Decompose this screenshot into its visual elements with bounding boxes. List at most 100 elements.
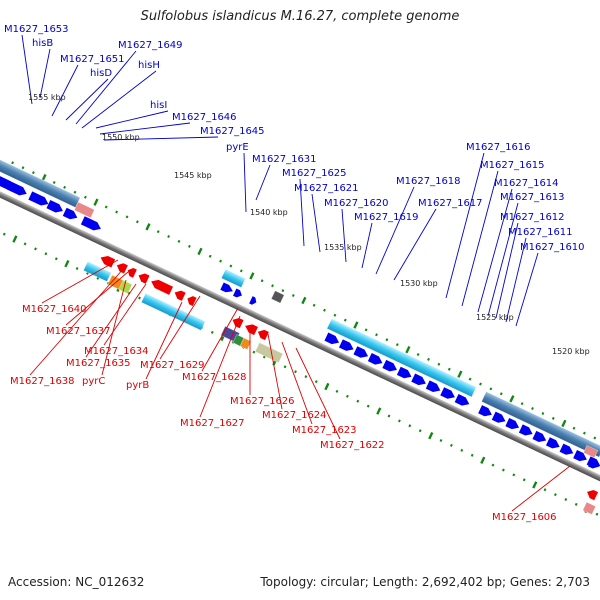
forward-gene-label[interactable]: M1627_1614: [494, 178, 559, 189]
tick-upper: [479, 382, 482, 386]
tick-lower: [387, 414, 391, 418]
reverse-gene-label[interactable]: pyrB: [126, 380, 149, 391]
tick-upper: [499, 392, 503, 396]
reverse-gene-label[interactable]: M1627_1624: [262, 410, 327, 421]
forward-gene-label[interactable]: hisI: [150, 100, 167, 111]
reverse-gene-label[interactable]: M1627_1622: [320, 440, 385, 451]
reverse-gene-label[interactable]: M1627_1623: [292, 425, 357, 436]
forward-gene: [518, 424, 533, 436]
reverse-gene-label[interactable]: M1627_1627: [180, 418, 245, 429]
forward-gene-label[interactable]: M1627_1619: [354, 212, 419, 223]
reverse-gene-label[interactable]: pyrC: [82, 376, 105, 387]
tick-upper: [167, 234, 171, 239]
tick-lower: [34, 247, 37, 251]
gene-block: [239, 337, 252, 350]
leader-line: [361, 222, 373, 269]
tick-upper: [208, 254, 212, 258]
forward-gene-label[interactable]: M1627_1646: [172, 112, 237, 123]
forward-gene: [353, 346, 369, 358]
leader-line: [243, 152, 247, 213]
leader-line: [375, 186, 415, 275]
forward-gene-label[interactable]: hisD: [90, 68, 112, 79]
leader-line: [99, 122, 191, 135]
forward-gene-label[interactable]: hisB: [32, 38, 53, 49]
forward-gene-label[interactable]: M1627_1613: [500, 192, 565, 203]
reverse-gene-label[interactable]: M1627_1629: [140, 360, 205, 371]
reverse-gene-label[interactable]: M1627_1637: [46, 326, 111, 337]
tick-lower: [543, 488, 547, 492]
forward-gene: [382, 359, 397, 372]
kbp-label: 1535 kbp: [324, 243, 362, 252]
tick-upper: [457, 370, 463, 378]
forward-gene: [6, 181, 27, 196]
forward-gene-label[interactable]: M1627_1631: [252, 154, 317, 165]
genome-title: Sulfolobus islandicus M.16.27, complete …: [140, 9, 460, 24]
tick-marks: [2, 161, 599, 516]
gene-block: [270, 290, 285, 304]
tick-upper: [395, 343, 399, 347]
leader-line: [515, 252, 539, 327]
reverse-gene-label[interactable]: M1627_1626: [230, 396, 295, 407]
tick-lower: [366, 404, 370, 408]
leader-line: [445, 152, 485, 299]
forward-gene-label[interactable]: M1627_1617: [418, 198, 483, 209]
forward-gene-label[interactable]: M1627_1616: [466, 142, 531, 153]
tick-upper: [427, 357, 430, 361]
leader-line: [85, 283, 137, 358]
forward-gene-label[interactable]: M1627_1620: [324, 198, 389, 209]
gene-labels: M1627_1653 hisB M1627_1651 hisD M1627_1649hi…: [4, 24, 585, 523]
forward-gene-label[interactable]: M1627_1611: [508, 227, 573, 238]
leader-line: [341, 208, 347, 263]
leader-line: [487, 202, 519, 317]
leader-line: [281, 341, 313, 425]
forward-gene: [454, 394, 470, 406]
forward-gene-label[interactable]: M1627_1618: [396, 176, 461, 187]
tick-lower: [397, 419, 401, 423]
leader-line: [299, 178, 305, 247]
leader-line: [159, 295, 201, 360]
tick-upper: [11, 161, 15, 165]
forward-gene-label[interactable]: hisH: [138, 60, 160, 71]
tick-upper: [104, 205, 108, 209]
reverse-gene-label[interactable]: M1627_1635: [66, 358, 131, 369]
tick-upper: [561, 419, 567, 428]
reverse-gene-label[interactable]: M1627_1606: [492, 512, 557, 523]
tick-upper: [593, 436, 597, 440]
tick-upper: [281, 289, 285, 293]
tick-lower: [356, 399, 360, 403]
tick-upper: [31, 171, 35, 175]
reverse-gene-label[interactable]: M1627_1628: [182, 372, 247, 383]
tick-lower: [2, 232, 6, 236]
forward-gene: [249, 296, 257, 305]
reverse-gene-label[interactable]: M1627_1640: [22, 304, 87, 315]
forward-gene-label[interactable]: M1627_1651: [60, 54, 125, 65]
leader-line: [101, 279, 127, 376]
forward-gene: [46, 200, 63, 213]
tick-upper: [177, 239, 181, 243]
forward-gene-label[interactable]: M1627_1653: [4, 24, 69, 35]
rna-gene: [73, 201, 95, 219]
forward-gene-label[interactable]: M1627_1621: [294, 183, 359, 194]
tick-upper: [229, 264, 233, 268]
forward-gene-label[interactable]: M1627_1615: [480, 160, 545, 171]
forward-gene: [588, 458, 600, 469]
forward-gene-label[interactable]: M1627_1625: [282, 168, 347, 179]
forward-gene-label[interactable]: pyrE: [226, 142, 249, 153]
tick-upper: [551, 416, 555, 420]
tick-upper: [125, 215, 129, 219]
tick-lower: [283, 365, 287, 369]
forward-gene-label[interactable]: M1627_1612: [500, 212, 565, 223]
tick-lower: [376, 407, 382, 415]
forward-gene-label[interactable]: M1627_1610: [520, 242, 585, 253]
reverse-gene-label[interactable]: M1627_1638: [10, 376, 75, 387]
forward-gene-label[interactable]: M1627_1645: [200, 126, 265, 137]
tick-lower: [138, 296, 141, 300]
reverse-gene-label[interactable]: M1627_1634: [84, 346, 149, 357]
tick-upper: [197, 247, 203, 256]
tick-upper: [375, 333, 378, 337]
tick-upper: [219, 259, 223, 263]
tick-lower: [314, 380, 318, 384]
forward-gene-label[interactable]: M1627_1649: [118, 40, 183, 51]
tick-lower: [522, 478, 526, 482]
forward-gene: [573, 450, 587, 462]
